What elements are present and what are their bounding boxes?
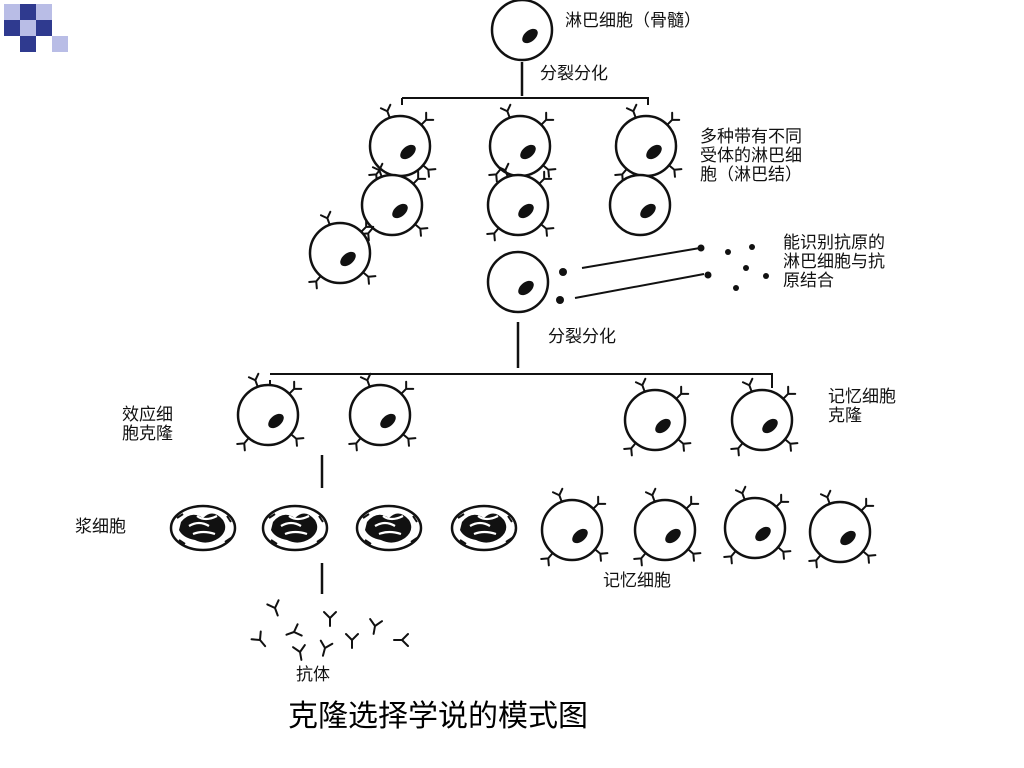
bone-marrow-lymphocyte (490, 0, 554, 62)
label-differentiation-middle: 分裂分化 (548, 327, 616, 347)
label-plasma-cell: 浆细胞 (75, 517, 126, 537)
branch-bracket-top (401, 97, 649, 105)
label-differentiation-top: 分裂分化 (540, 64, 608, 84)
label-memory-cell: 记忆细胞 (603, 571, 671, 591)
antigen-particles (697, 244, 769, 291)
antigen-binding-lymphocyte (486, 247, 705, 314)
label-antigen-recognizing: 能识别抗原的 淋巴细胞与抗 原结合 (783, 233, 885, 291)
memory-cells (541, 487, 875, 568)
plasma-cells (169, 504, 518, 552)
memory-cell-clone (624, 379, 797, 456)
label-diverse-receptors: 多种带有不同 受体的淋巴细 胞（淋巴结） (700, 127, 802, 185)
label-memory-clone: 记忆细胞 克隆 (828, 387, 896, 426)
label-bone-marrow-lymphocyte: 淋巴细胞（骨髓） (565, 11, 701, 31)
effector-cell-clone (237, 374, 415, 451)
slide-logo-icon (4, 4, 68, 56)
branch-bracket-middle (269, 373, 773, 388)
diagram-caption: 克隆选择学说的模式图 (288, 699, 588, 734)
label-effector-clone: 效应细 胞克隆 (122, 405, 173, 444)
label-antibody: 抗体 (296, 665, 330, 685)
antibodies (250, 599, 409, 662)
